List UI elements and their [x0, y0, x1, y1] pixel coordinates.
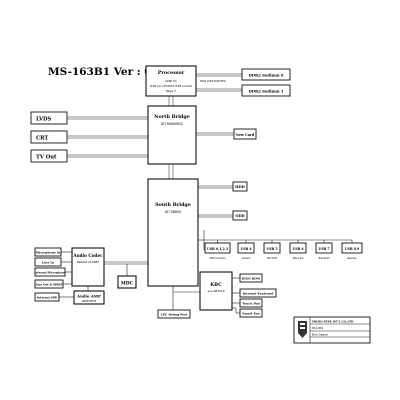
- internal-spk-label: Internal SPK: [37, 296, 58, 300]
- usb-port-4-label: USB 4: [240, 247, 252, 251]
- nb-display-links: [67, 116, 148, 158]
- north-bridge-name: North Bridge: [154, 114, 190, 120]
- lvds-block: LVDS: [30, 111, 68, 125]
- processor-package: 638 pin uFCPGA 638 socket: [150, 84, 192, 88]
- mic-in-label: Microphone In: [36, 251, 62, 255]
- usb-port-7: USB 7 BlueTooth: [315, 242, 333, 260]
- processor-name: Processor: [158, 70, 185, 76]
- sodimm-1: DDR2 Sodimm 1: [241, 84, 291, 97]
- usb-port-89: USB 8,9 Reserve: [341, 242, 363, 260]
- kbc-chip: ene KB3910: [208, 289, 225, 293]
- usb-port-6-label: USB 6: [292, 247, 304, 251]
- lpc-debug-block: LPC Debug Port: [157, 309, 191, 319]
- south-bridge-chip: ATI SB600: [165, 210, 181, 214]
- mdc-block: MDC: [117, 275, 137, 289]
- lpc-debug-label: LPC Debug Port: [161, 313, 188, 317]
- usb-port-0123: USB 0,1,2,3 USB Connector: [204, 242, 231, 260]
- sodimm-0: DDR2 Sodimm 0: [241, 68, 291, 81]
- usb-port-5-desc: Mini PCIE: [267, 257, 278, 260]
- processor-socket: AMD S1: [165, 79, 177, 83]
- nb-sb-link: [168, 164, 174, 179]
- hdd-label: HDD: [235, 185, 245, 189]
- kbc-name: KBC: [210, 282, 222, 288]
- smart-fan-block: Smart Fan: [239, 308, 263, 318]
- diagram-title: MS-163B1 Ver : 0.A: [48, 66, 164, 78]
- usb-port-5: USB 5 Mini PCIE: [263, 242, 281, 260]
- odd-label: ODD: [235, 214, 244, 218]
- sodimm-1-label: DDR2 Sodimm 1: [248, 89, 283, 94]
- company-name: MICRO-STAR INT'L CO.,LTD: [312, 320, 354, 324]
- usb-port-4-desc: Camera: [242, 257, 251, 260]
- title-block: MICRO-STAR INT'L CO.,LTD MS-163B1 Block …: [293, 316, 371, 344]
- usb-port-89-label: USB 8,9: [345, 247, 360, 251]
- bios-rom-block: BIOS ROM: [239, 273, 263, 283]
- line-in-label: Line In: [42, 261, 55, 265]
- line-out-label: Line Out & SPDIF: [36, 283, 63, 287]
- usb-port-7-desc: BlueTooth: [319, 257, 330, 260]
- ddr-bus: DDR2 400/533/667MHz: [196, 73, 242, 92]
- touch-pad-label: Touch Pad: [242, 302, 260, 306]
- bios-rom-label: BIOS ROM: [242, 277, 261, 281]
- usb-ports: USB 0,1,2,3 USB Connector USB 4 Camera U…: [204, 239, 363, 260]
- mdc-label: MDC: [121, 281, 134, 286]
- processor-page: Page 7: [166, 89, 176, 93]
- usb-port-7-label: USB 7: [318, 247, 329, 251]
- usb-port-89-desc: Reserve: [348, 257, 357, 260]
- msi-logo-icon: [298, 321, 307, 338]
- usb-port-6-desc: New Card: [293, 257, 304, 260]
- smart-fan-label: Smart Fan: [242, 312, 260, 316]
- touch-pad-block: Touch Pad: [239, 298, 263, 308]
- usb-port-6: USB 6 New Card: [289, 242, 307, 260]
- kbc-peripherals: BIOS ROM Internal Keyboard Touch Pad Sma…: [232, 273, 277, 318]
- processor-block: Processor AMD S1 638 pin uFCPGA 638 sock…: [145, 65, 197, 97]
- model-number: MS-163B1: [312, 327, 324, 330]
- audio-amp-name: Audio AMP: [76, 294, 101, 299]
- kbc-block: KBC ene KB3910: [199, 271, 233, 311]
- internal-keyboard-block: Internal Keyboard: [239, 288, 277, 298]
- internal-mic-label: Internal Microphone: [34, 271, 66, 275]
- audio-codec-name: Audio Codec: [72, 253, 103, 258]
- ddr-bus-label: DDR2 400/533/667MHz: [200, 80, 227, 83]
- new-card-label: New Card: [236, 133, 255, 137]
- audio-codec-block: Audio Codec Realtek ALC883: [71, 247, 105, 287]
- sheet-title: Block Diagram: [312, 334, 328, 337]
- cpu-nb-link: [168, 96, 174, 106]
- crt-label: CRT: [36, 136, 48, 142]
- lvds-label: LVDS: [36, 117, 52, 123]
- tvout-label: TV Out: [36, 155, 57, 161]
- audio-codec-chip: Realtek ALC883: [77, 260, 99, 264]
- north-bridge-chip: ATI RS690M/C: [161, 122, 184, 126]
- audio-amp-chip: ANPEC2N78: [82, 300, 97, 303]
- usb-port-4: USB 4 Camera: [237, 242, 255, 260]
- usb-bus: [198, 230, 205, 250]
- internal-spk-block: Internal SPK: [34, 292, 60, 302]
- audio-jacks: Microphone In Line In Internal Microphon…: [34, 247, 74, 302]
- new-card-block: New Card: [196, 128, 257, 140]
- odd-block: ODD: [198, 210, 248, 221]
- hdd-block: HDD: [198, 181, 248, 192]
- usb-port-5-label: USB 5: [266, 247, 277, 251]
- crt-block: CRT: [30, 130, 68, 144]
- mic-in-block: Microphone In: [34, 247, 62, 257]
- south-bridge-name: South Bridge: [155, 202, 191, 208]
- sodimm-0-label: DDR2 Sodimm 0: [248, 73, 283, 78]
- usb-port-0123-label: USB 0,1,2,3: [207, 247, 229, 251]
- lpc-bus: [172, 286, 200, 310]
- internal-mic-block: Internal Microphone: [34, 267, 66, 277]
- line-out-block: Line Out & SPDIF: [34, 279, 64, 289]
- audio-amp-block: Audio AMP ANPEC2N78: [73, 286, 105, 305]
- usb-port-0123-desc: USB Connector: [209, 257, 226, 260]
- north-bridge-block: North Bridge ATI RS690M/C: [147, 105, 197, 165]
- south-bridge-block: South Bridge ATI SB600: [147, 178, 199, 287]
- tvout-block: TV Out: [30, 149, 68, 163]
- codec-sb-link: [104, 261, 148, 276]
- line-in-block: Line In: [34, 257, 62, 267]
- internal-keyboard-label: Internal Keyboard: [243, 292, 275, 296]
